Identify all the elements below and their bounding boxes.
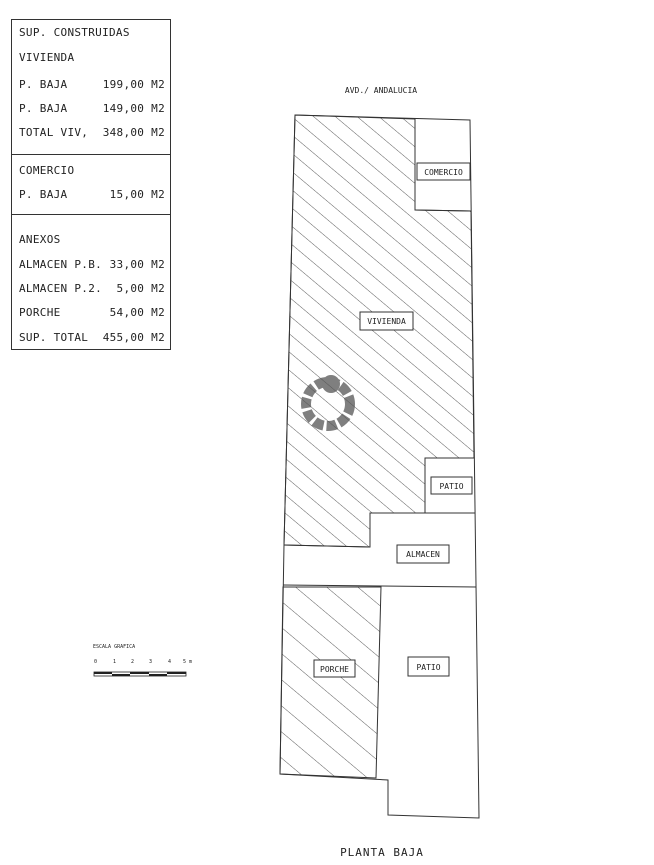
row-label: SUP. TOTAL bbox=[19, 331, 89, 344]
vivienda-section: SUP. CONSTRUIDAS VIVIENDA P. BAJA 199,00 … bbox=[12, 20, 170, 154]
row-label: P. BAJA bbox=[19, 102, 68, 115]
anexos-section: ANEXOS ALMACEN P.B. 33,00 M2 ALMACEN P.2.… bbox=[12, 214, 170, 349]
table-row: SUP. TOTAL 455,00 M2 bbox=[19, 331, 165, 344]
svg-text:ALMACEN: ALMACEN bbox=[406, 550, 440, 559]
svg-text:PORCHE: PORCHE bbox=[320, 665, 349, 674]
room-label-vivienda: VIVIENDA bbox=[359, 311, 414, 331]
logo-watermark bbox=[301, 375, 355, 431]
almacen-wall bbox=[283, 512, 475, 548]
row-value: 15,00 M2 bbox=[109, 188, 165, 201]
table-row: TOTAL VIV, 348,00 M2 bbox=[19, 126, 165, 139]
row-label: PORCHE bbox=[19, 306, 61, 319]
anexos-heading: ANEXOS bbox=[19, 233, 61, 246]
svg-text:COMERCIO: COMERCIO bbox=[424, 168, 463, 177]
row-value: 199,00 M2 bbox=[102, 78, 165, 91]
plot-outline bbox=[279, 114, 480, 819]
scale-tick-0: 0 bbox=[94, 659, 97, 665]
porche-area bbox=[279, 586, 382, 779]
row-label: P. BAJA bbox=[19, 78, 68, 91]
row-value: 455,00 M2 bbox=[102, 331, 165, 344]
table-row: P. BAJA 149,00 M2 bbox=[19, 102, 165, 115]
scale-tick-3: 3 bbox=[149, 659, 152, 665]
comercio-section: COMERCIO P. BAJA 15,00 M2 bbox=[12, 154, 170, 215]
table-row: ALMACEN P.B. 33,00 M2 bbox=[19, 258, 165, 271]
row-value: 348,00 M2 bbox=[102, 126, 165, 139]
patio-wall bbox=[424, 457, 474, 513]
table-row: P. BAJA 15,00 M2 bbox=[19, 188, 165, 201]
scale-tick-1: 1 bbox=[113, 659, 116, 665]
room-label-almacen: ALMACEN bbox=[396, 544, 450, 564]
scale-tick-5: 5 m bbox=[183, 659, 192, 665]
room-label-patio-upper: PATIO bbox=[430, 476, 473, 495]
table-row: ALMACEN P.2. 5,00 M2 bbox=[19, 282, 165, 295]
row-value: 5,00 M2 bbox=[116, 282, 165, 295]
table-row: PORCHE 54,00 M2 bbox=[19, 306, 165, 319]
scale-tick-2: 2 bbox=[131, 659, 134, 665]
table-row: P. BAJA 199,00 M2 bbox=[19, 78, 165, 91]
plan-caption: PLANTA BAJA bbox=[340, 846, 424, 859]
row-label: P. BAJA bbox=[19, 188, 68, 201]
street-label: AVD./ ANDALUCIA bbox=[345, 86, 417, 95]
row-value: 54,00 M2 bbox=[109, 306, 165, 319]
comercio-wall bbox=[414, 119, 472, 212]
room-label-comercio: COMERCIO bbox=[416, 162, 471, 181]
graphic-scale: ESCALA GRAFICA 0 1 2 3 4 5 m bbox=[93, 644, 192, 677]
row-label: TOTAL VIV, bbox=[19, 126, 89, 139]
svg-text:PATIO: PATIO bbox=[416, 663, 440, 672]
room-label-porche: PORCHE bbox=[313, 659, 356, 678]
scale-title: ESCALA GRAFICA bbox=[93, 644, 135, 650]
row-value: 33,00 M2 bbox=[109, 258, 165, 271]
scale-tick-4: 4 bbox=[168, 659, 171, 665]
surface-table: SUP. CONSTRUIDAS VIVIENDA P. BAJA 199,00 … bbox=[11, 19, 171, 350]
row-label: ALMACEN P.2. bbox=[19, 282, 103, 295]
table-title: SUP. CONSTRUIDAS bbox=[19, 26, 130, 39]
room-label-patio-lower: PATIO bbox=[407, 656, 450, 677]
comercio-heading: COMERCIO bbox=[19, 164, 75, 177]
svg-text:PATIO: PATIO bbox=[439, 482, 463, 491]
svg-text:VIVIENDA: VIVIENDA bbox=[367, 317, 406, 326]
row-label: ALMACEN P.B. bbox=[19, 258, 103, 271]
row-value: 149,00 M2 bbox=[102, 102, 165, 115]
almacen-bottom-wall bbox=[282, 584, 477, 588]
vivienda-heading: VIVIENDA bbox=[19, 51, 75, 64]
